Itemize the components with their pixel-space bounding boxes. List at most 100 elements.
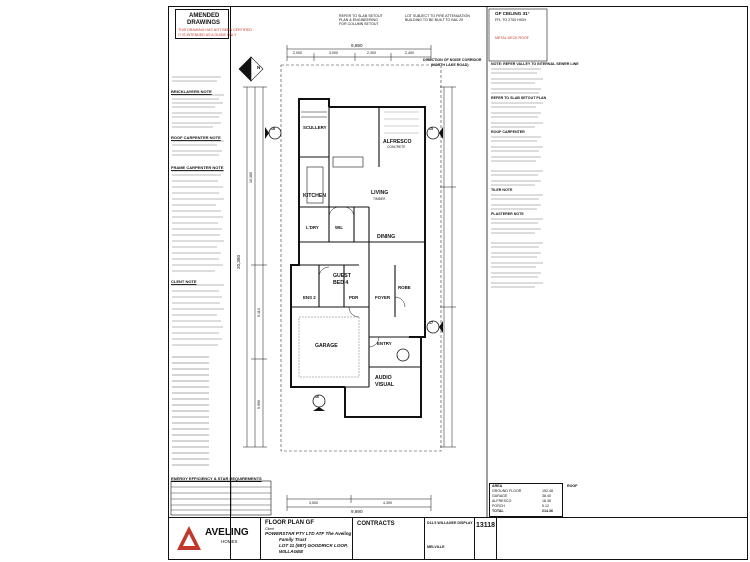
dim-bottom-a: 3,500 <box>309 501 318 505</box>
amended-note-2: IT IS INTENDED AS A GUIDE ONLY <box>178 33 237 37</box>
bottom-dimensions <box>286 495 432 511</box>
right-note-roof-carpenter: ROOF CARPENTER <box>491 130 525 134</box>
slab-setout-note-1: REFER TO SLAB SETOUT <box>339 14 383 18</box>
kitchen-bench <box>301 111 364 204</box>
room-living: LIVING <box>371 190 389 196</box>
dim-left-b: 5,110 <box>257 308 261 317</box>
bricklayers-note-heading: BRICKLAYERS NOTE <box>171 89 212 94</box>
plan-info-cell: FLOOR PLAN GF Client POWERSTAR PTY LTD A… <box>261 518 353 560</box>
dim-top-a: 2,000 <box>293 51 302 55</box>
garage-outline <box>298 316 360 378</box>
room-garage: GARAGE <box>315 343 338 349</box>
roof-carpenter-note-heading: ROOF CARPENTER NOTE <box>171 135 221 140</box>
area-table-title: AREA <box>492 484 503 488</box>
amended-title-2: DRAWINGS <box>187 20 220 26</box>
area-row-label: GROUND FLOOR <box>492 489 522 493</box>
area-row-label: ALFRESCO <box>492 499 512 503</box>
top-dimensions <box>286 45 432 61</box>
dim-bottom-total: 9,890 <box>351 509 363 514</box>
roof-type-note: METAL DECK ROOF <box>495 36 529 40</box>
slab-setout-note-3: FOR COLUMN SETOUT <box>339 22 379 26</box>
section-marker-16: 16 <box>315 395 319 399</box>
right-dimensions <box>440 86 456 448</box>
room-wil: WIL <box>335 225 344 230</box>
ffl-note: FFL TO 2700 HIGH <box>495 18 527 22</box>
noise-corridor-note-2: (NORTH LAKE ROAD) <box>431 63 469 67</box>
alfresco-hatch <box>384 111 419 134</box>
lga-name: MELVILLE <box>427 545 445 549</box>
room-bed-4: BED 4 <box>333 280 349 286</box>
room-alfresco-finish: CONCRETE <box>387 145 406 149</box>
right-note-tiler: TILER NOTE <box>491 188 513 192</box>
fire-note-1: LOT SUBJECT TO FIRE ATTENUATION <box>405 14 470 18</box>
room-dining: DINING <box>377 234 396 240</box>
plan-label: FLOOR PLAN GF <box>265 520 314 526</box>
room-scullery: SCULLERY <box>303 125 327 130</box>
job-number-cell: 13118 <box>475 518 497 560</box>
area-row-value: 214.36 <box>542 509 553 513</box>
right-note-sewer: NOTE: REFER VALLEY TO INTERNAL SEWER LIN… <box>491 62 579 66</box>
area-table: AREA GROUND FLOOR 152.48 GARAGE 38.40 AL… <box>489 483 563 517</box>
client-note-heading: CLENT NOTE <box>171 279 197 284</box>
title-block: AVELING HOMES FLOOR PLAN GF Client POWER… <box>169 517 747 560</box>
room-ensuite-2: ENS 2 <box>303 295 316 300</box>
room-visual: VISUAL <box>375 382 395 388</box>
left-dimensions <box>243 86 267 448</box>
area-row-value: 152.48 <box>542 489 553 493</box>
lot-address: LOT 11 (987) GOODRICK LOOP, <box>279 543 348 548</box>
room-living-finish: TIMBER <box>373 197 386 201</box>
area-row-value: 18.36 <box>542 499 551 503</box>
north-label: N <box>257 65 261 70</box>
area-row-value: 5.12 <box>542 504 549 508</box>
area-row-label: TOTAL <box>492 509 504 513</box>
client-line-2: Family Trust <box>279 537 307 542</box>
north-arrow <box>238 56 264 82</box>
roof-outline <box>280 64 442 452</box>
frame-carpenter-note-heading: FRAME CARPENTER NOTE <box>171 165 224 170</box>
room-kitchen: KITCHEN <box>303 193 327 199</box>
aveling-logo-icon <box>177 526 201 550</box>
brand-name: AVELING <box>205 527 249 538</box>
dim-top-d: 2,400 <box>405 51 414 55</box>
area-row-label: GARAGE <box>492 494 508 498</box>
energy-requirements-heading: ENERGY EFFICIENCY & STAR REQUIREMENTS <box>171 476 262 481</box>
room-audio: AUDIO <box>375 375 392 381</box>
dim-left-a: 10,380 <box>249 172 253 183</box>
display-cell: D11.5 WILLAGEE DISPLAY MELVILLE <box>425 518 475 560</box>
noise-corridor-note-1: DIRECTION OF NOISE CORRIDOR <box>423 58 482 62</box>
fire-note-2: BUILDING TO BE BUILT TO BAL 29 <box>405 18 463 22</box>
internal-walls <box>291 107 425 388</box>
roof-area-label: ROOF <box>567 484 578 488</box>
left-notes-text-lines <box>172 76 224 346</box>
dim-left-total: 20,380 <box>236 254 241 269</box>
slab-setout-note-2: PLAN & ENGINEERING <box>339 18 378 22</box>
job-number: 13118 <box>476 522 496 529</box>
room-powder: PDR <box>349 295 359 300</box>
room-alfresco: ALFRESCO <box>383 139 412 145</box>
brand-cell: AVELING HOMES <box>169 518 261 560</box>
contracts-cell: CONTRACTS <box>353 518 425 560</box>
area-row-label: PORCH <box>492 504 505 508</box>
dim-bottom-b: 4,390 <box>383 501 392 505</box>
right-note-plasterer: PLASTERER NOTE <box>491 212 524 216</box>
suburb: WILLAGEE <box>279 549 304 554</box>
room-robe: ROBE <box>398 285 411 290</box>
client-line-1: POWERSTAR PTY LTD ATF The Aveling <box>265 531 352 536</box>
right-note-slab: REFER TO SLAB SETOUT PLAN <box>491 96 547 100</box>
drawing-sheet: AMENDED DRAWINGS THIS DRAWING HAS NOT BE… <box>168 6 748 560</box>
energy-table <box>170 480 272 516</box>
door-swings <box>318 206 406 348</box>
brand-sub: HOMES <box>221 539 238 544</box>
right-notes-text-lines <box>491 68 543 288</box>
area-row-value: 38.40 <box>542 494 551 498</box>
dim-top-b: 3,000 <box>329 51 338 55</box>
display-name: D11.5 WILLAGEE DISPLAY <box>427 521 473 525</box>
room-entry: ENTRY <box>377 341 392 346</box>
room-guest: GUEST <box>333 273 351 279</box>
contracts-label: CONTRACTS <box>357 521 395 527</box>
dim-top-total: 9,890 <box>351 43 363 48</box>
client-label: Client <box>265 527 275 531</box>
room-laundry: L'DRY <box>306 225 319 230</box>
section-marker-18: 18 <box>271 127 275 131</box>
notes-column: AMENDED DRAWINGS THIS DRAWING HAS NOT BE… <box>169 7 262 559</box>
